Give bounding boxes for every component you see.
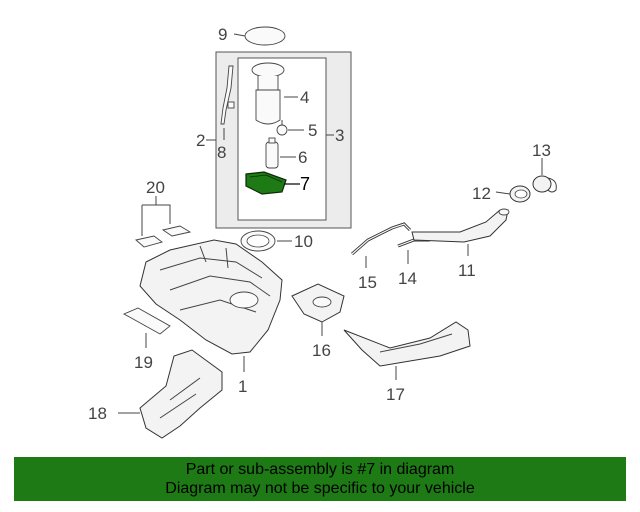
callout-11: 11 (458, 261, 476, 280)
part-11-filler-neck[interactable] (411, 208, 510, 243)
callout-5: 5 (308, 121, 317, 140)
callout-18: 18 (88, 404, 107, 423)
banner-line-2: Diagram may not be specific to your vehi… (165, 480, 475, 497)
callout-7: 7 (300, 174, 310, 194)
part-7-strainer-highlighted[interactable] (245, 171, 287, 195)
part-12-filler-housing[interactable] (509, 185, 531, 203)
banner-line-1: Part or sub-assembly is #7 in diagram (185, 461, 455, 478)
callout-20: 20 (146, 178, 165, 197)
callout-8: 8 (217, 143, 226, 162)
part-17-underbody-shield[interactable] (343, 321, 471, 367)
assembly-3-box (237, 57, 327, 221)
part-4-pump-module[interactable] (251, 62, 285, 125)
callout-16: 16 (312, 341, 331, 360)
callout-10: 10 (294, 232, 313, 251)
part-15-breather-tube[interactable] (351, 222, 412, 256)
callout-14: 14 (398, 269, 417, 288)
callout-2: 2 (196, 131, 205, 150)
callout-6: 6 (298, 148, 307, 167)
callout-1: 1 (238, 377, 247, 396)
parts-diagram: 9 2 3 8 4 5 6 7 10 (88, 25, 557, 439)
info-banner: Part or sub-assembly is #7 in diagram Di… (14, 457, 626, 501)
part-18-heat-shield[interactable] (139, 349, 223, 439)
callout-19: 19 (134, 353, 153, 372)
part-1-fuel-tank[interactable] (139, 239, 283, 355)
part-8-sender[interactable] (220, 65, 235, 125)
callout-4: 4 (300, 88, 309, 107)
part-9-gasket[interactable] (244, 26, 286, 46)
part-6-filter[interactable] (265, 137, 279, 169)
part-10-lock-ring[interactable] (240, 230, 276, 252)
part-20-pads[interactable] (135, 225, 192, 248)
callout-9: 9 (218, 25, 227, 44)
part-5-clip[interactable] (276, 120, 288, 136)
callout-13: 13 (532, 141, 551, 160)
part-16-bracket[interactable] (291, 283, 345, 323)
part-13-fuel-cap[interactable] (532, 175, 557, 193)
callout-17: 17 (386, 385, 405, 404)
callout-12: 12 (472, 184, 491, 203)
part-19-protector[interactable] (122, 307, 171, 335)
callout-3: 3 (335, 126, 344, 145)
callout-15: 15 (358, 273, 377, 292)
